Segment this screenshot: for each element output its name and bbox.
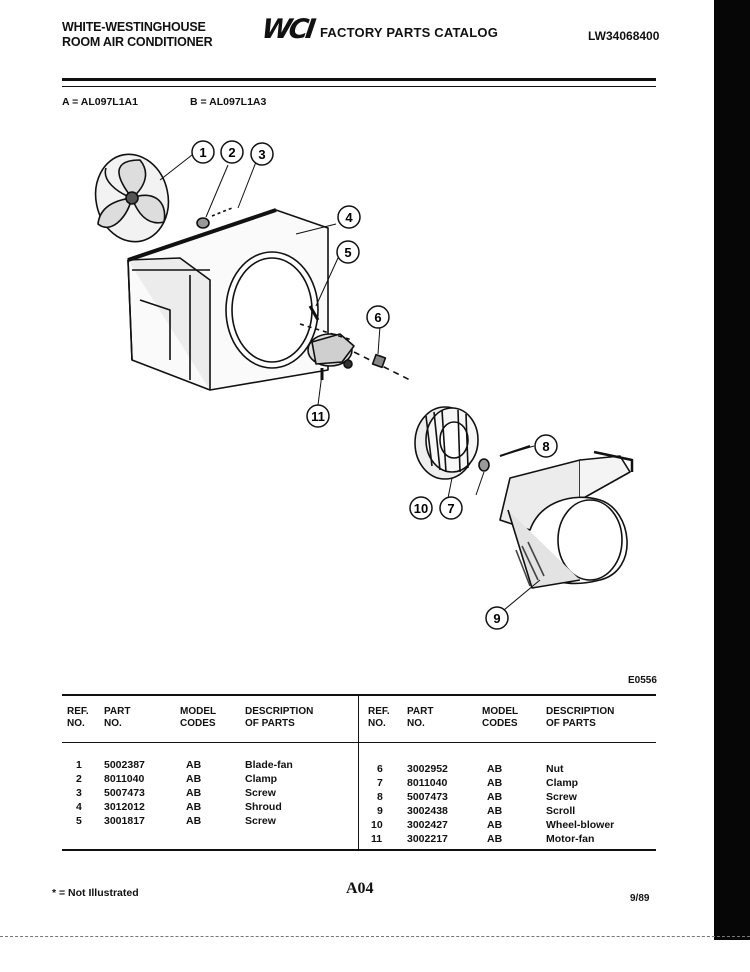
scan-edge-shadow (714, 0, 750, 940)
brand-line-2: ROOM AIR CONDITIONER (62, 35, 213, 49)
callout-3: 3 (250, 142, 274, 166)
table-cell-desc: Screw (546, 791, 577, 803)
table-cell-codes: AB (186, 801, 202, 813)
callout-6: 6 (366, 305, 390, 329)
table-cell-codes: AB (186, 787, 202, 799)
table-cell-ref: 10 (371, 819, 383, 831)
scan-bottom-noise (0, 936, 750, 946)
callout-9: 9 (485, 606, 509, 630)
table-cell-ref: 4 (76, 801, 82, 813)
table-cell-codes: AB (487, 777, 503, 789)
header-rule-thick (62, 78, 656, 81)
table-cell-codes: AB (487, 763, 503, 775)
table-cell-part: 3012012 (104, 801, 145, 813)
svg-text:1: 1 (199, 145, 206, 160)
exploded-parts-diagram: 1 2 3 4 5 6 7 8 9 10 11 (94, 140, 634, 630)
model-a-label: A = AL097L1A1 (62, 96, 138, 108)
table-cell-desc: Nut (546, 763, 564, 775)
table-cell-ref: 2 (76, 773, 82, 785)
diagram-code: E0556 (628, 675, 657, 686)
svg-text:3: 3 (258, 147, 265, 162)
fan-blade-part (94, 153, 170, 243)
document-number: LW34068400 (588, 29, 660, 43)
model-b-label: B = AL097L1A3 (190, 96, 267, 108)
table-cell-part: 5007473 (407, 791, 448, 803)
table-cell-ref: 5 (76, 815, 82, 827)
page-code: A04 (346, 880, 374, 897)
header-rule-thin (62, 86, 656, 87)
table-cell-desc: Clamp (245, 773, 278, 785)
callout-10: 10 (409, 496, 433, 520)
table-cell-part: 3001817 (104, 815, 145, 827)
svg-text:2: 2 (228, 145, 235, 160)
table-column-divider (358, 696, 359, 849)
table-cell-codes: AB (487, 791, 503, 803)
table-cell-part: 3002217 (407, 833, 448, 845)
table-bottom-rule (62, 849, 656, 851)
table-cell-part: 3002952 (407, 763, 448, 775)
svg-text:7: 7 (447, 501, 454, 516)
table-cell-ref: 7 (377, 777, 383, 789)
table-cell-ref: 8 (377, 791, 383, 803)
svg-text:4: 4 (345, 210, 353, 225)
catalog-date: 9/89 (630, 893, 650, 904)
catalog-title: FACTORY PARTS CATALOG (320, 25, 499, 40)
table-cell-codes: AB (487, 805, 503, 817)
svg-text:11: 11 (311, 409, 325, 424)
callout-5: 5 (336, 240, 360, 264)
table-cell-part: 5007473 (104, 787, 145, 799)
table-header-rule (62, 742, 656, 743)
svg-text:8: 8 (542, 439, 549, 454)
table-cell-codes: AB (487, 833, 503, 845)
table-cell-codes: AB (186, 773, 202, 785)
table-cell-ref: 11 (371, 833, 383, 845)
header-ref-no-right: REF.NO. (368, 706, 390, 729)
callout-11: 11 (306, 404, 330, 428)
blower-wheel-part (414, 406, 479, 480)
table-top-rule (62, 694, 656, 696)
table-cell-part: 8011040 (407, 777, 448, 789)
table-cell-codes: AB (186, 815, 202, 827)
table-cell-desc: Blade-fan (245, 759, 293, 771)
brand-block: WHITE-WESTINGHOUSE ROOM AIR CONDITIONER (62, 20, 213, 50)
table-cell-part: 8011040 (104, 773, 145, 785)
table-cell-ref: 6 (377, 763, 383, 775)
table-cell-desc: Wheel-blower (546, 819, 615, 831)
callout-2: 2 (220, 140, 244, 164)
table-cell-desc: Scroll (546, 805, 576, 817)
callout-7: 7 (439, 496, 463, 520)
table-cell-desc: Screw (245, 787, 276, 799)
svg-text:9: 9 (493, 611, 500, 626)
table-cell-codes: AB (487, 819, 503, 831)
blower-scroll-part (499, 450, 634, 589)
table-cell-part: 5002387 (104, 759, 145, 771)
svg-text:6: 6 (374, 310, 381, 325)
table-cell-desc: Motor-fan (546, 833, 595, 845)
brand-line-1: WHITE-WESTINGHOUSE (62, 20, 206, 34)
wci-logo: WCI (259, 14, 315, 45)
svg-text:5: 5 (344, 245, 351, 260)
callout-8: 8 (534, 434, 558, 458)
callout-1: 1 (191, 140, 215, 164)
table-cell-ref: 1 (76, 759, 82, 771)
table-cell-part: 3002427 (407, 819, 448, 831)
table-cell-ref: 9 (377, 805, 383, 817)
table-cell-desc: Clamp (546, 777, 579, 789)
not-illustrated-note: * = Not Illustrated (52, 887, 139, 899)
table-cell-part: 3002438 (407, 805, 448, 817)
svg-text:10: 10 (414, 501, 428, 516)
table-cell-codes: AB (186, 759, 202, 771)
header-ref-no-left: REF.NO. (67, 706, 89, 729)
table-cell-ref: 3 (76, 787, 82, 799)
callout-4: 4 (337, 205, 361, 229)
table-cell-desc: Shroud (245, 801, 282, 813)
table-cell-desc: Screw (245, 815, 276, 827)
shroud-part (127, 208, 329, 391)
